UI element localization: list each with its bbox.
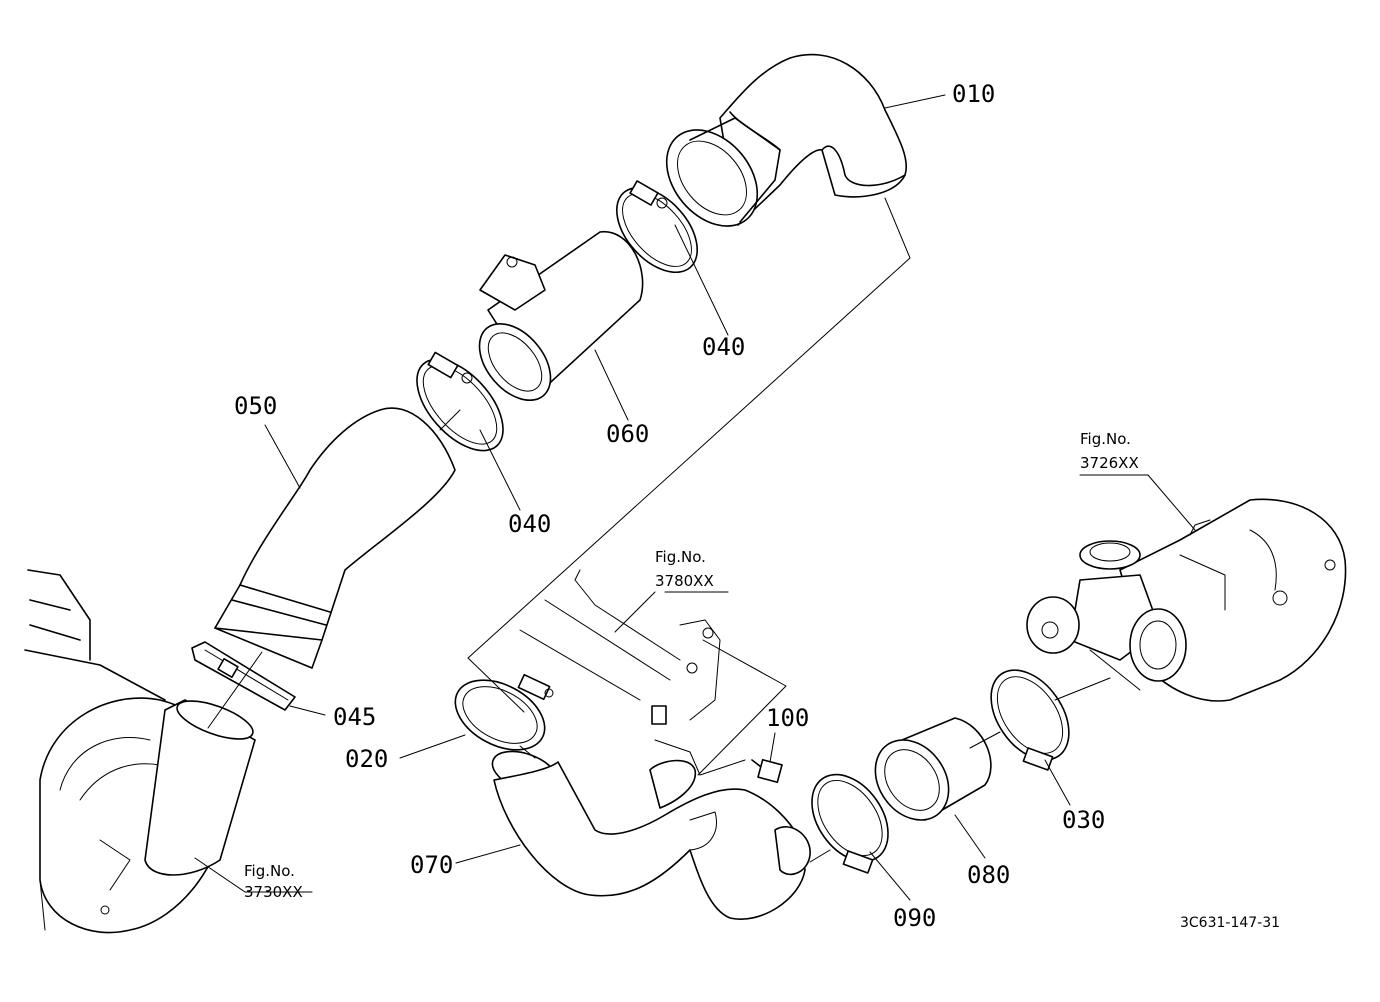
label-080: 080 (967, 861, 1010, 889)
label-045: 045 (333, 703, 376, 731)
label-030: 030 (1062, 806, 1105, 834)
part-010-elbow-pipe (665, 53, 908, 227)
label-020: 020 (345, 745, 388, 773)
label-040-lower: 040 (508, 510, 551, 538)
label-050: 050 (234, 392, 277, 420)
part-040-clamp-upper (615, 180, 699, 274)
bracket-frame (519, 569, 746, 776)
part-030-clamp (990, 669, 1070, 771)
figref-3730-label: Fig.No. (244, 862, 295, 880)
figref-3726-label: Fig.No. (1080, 430, 1131, 448)
air-cleaner-assembly (24, 569, 256, 934)
assembly-guide-lines (207, 197, 1111, 863)
figref-3780-label: Fig.No. (655, 548, 706, 566)
label-040-upper: 040 (702, 333, 745, 361)
part-040-clamp-lower (416, 351, 504, 452)
part-090-clamp (811, 773, 889, 874)
figref-3730-number: 3730XX (244, 883, 303, 901)
part-020-clamp (454, 673, 554, 751)
label-060: 060 (606, 420, 649, 448)
part-070-lower-pipe (491, 750, 811, 920)
drawing-code: 3C631-147-31 (1180, 915, 1280, 931)
leader-lines (194, 94, 1196, 901)
turbocharger-assembly (1026, 498, 1347, 702)
figure-references: Fig.No. 3730XX Fig.No. 3780XX Fig.No. 37… (244, 430, 1139, 901)
part-060-straight-pipe (478, 231, 644, 402)
figref-3726-number: 3726XX (1080, 454, 1139, 472)
label-010: 010 (952, 80, 995, 108)
part-labels: 010 040 060 040 050 045 020 070 100 080 … (234, 80, 1105, 932)
part-100-bolt (751, 758, 783, 784)
label-090: 090 (893, 904, 936, 932)
label-070: 070 (410, 851, 453, 879)
figref-3780-number: 3780XX (655, 572, 714, 590)
part-045-clamp (191, 641, 296, 711)
part-080-hose (874, 717, 992, 821)
label-100: 100 (766, 704, 809, 732)
part-050-intake-pipe (214, 407, 456, 669)
